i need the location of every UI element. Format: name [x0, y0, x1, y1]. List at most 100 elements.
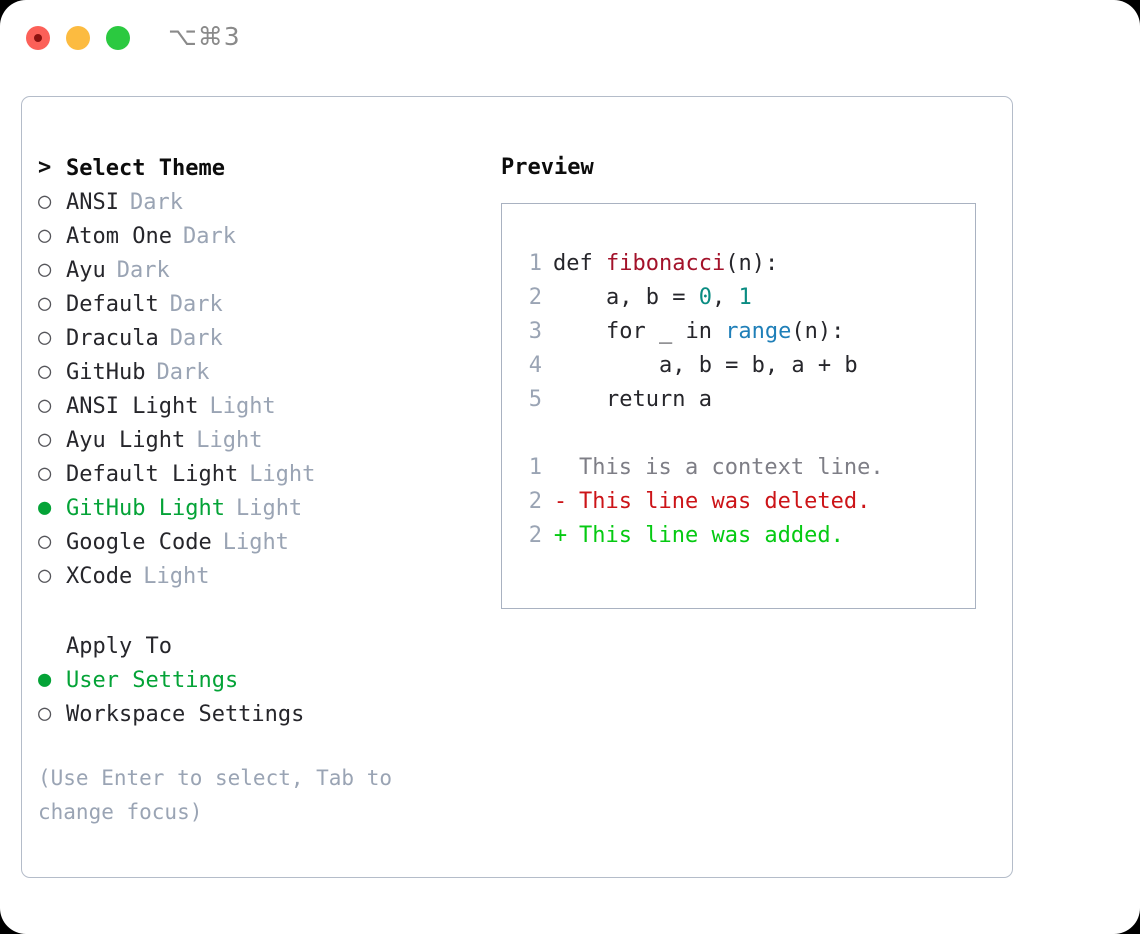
- code-token-plain: for _ in: [553, 318, 726, 344]
- keyboard-hint-text: (Use Enter to select, Tab to change focu…: [38, 766, 393, 824]
- diff-line-text: This is a context line.: [579, 454, 884, 480]
- theme-option-label: Default Light: [66, 461, 239, 487]
- theme-option-google-code[interactable]: ○ Google Code Light: [38, 525, 478, 559]
- code-token-fn: fibonacci: [605, 250, 726, 276]
- diff-sign-added: +: [553, 522, 568, 548]
- diff-sign-deleted: -: [553, 488, 568, 514]
- preview-title: Preview: [501, 155, 594, 180]
- theme-option-ayu[interactable]: ○ Ayu Dark: [38, 253, 478, 287]
- code-token-plain: (n):: [725, 250, 779, 276]
- theme-variant-badge: Light: [235, 495, 303, 521]
- apply-to-option-label: Workspace Settings: [66, 701, 305, 727]
- keyboard-shortcut-label: ⌥⌘3: [168, 22, 241, 51]
- radio-selected-icon: ●: [38, 667, 52, 692]
- code-line-text: a, b = 0, 1: [553, 285, 752, 310]
- theme-variant-badge: Light: [196, 427, 263, 453]
- apply-to-section: ○ Apply To ● User Settings ○ Workspace Sett…: [38, 629, 478, 731]
- diff-line-deleted: 2-This line was deleted.: [516, 484, 969, 518]
- theme-option-default[interactable]: ○ Default Dark: [38, 287, 478, 321]
- theme-option-label: Ayu: [66, 257, 106, 283]
- diff-line-number: 1: [528, 454, 542, 480]
- maximize-window-button[interactable]: [106, 26, 130, 50]
- theme-option-label: Ayu Light: [66, 427, 186, 453]
- theme-variant-badge: Light: [222, 529, 289, 555]
- code-token-call: range: [725, 318, 792, 344]
- code-token-plain: (n):: [791, 318, 845, 344]
- theme-option-label: ANSI Light: [66, 393, 199, 419]
- radio-selected-icon: ●: [38, 495, 52, 520]
- code-line-number: 3: [528, 318, 542, 344]
- theme-list-header: > Select Theme: [38, 151, 478, 185]
- minimize-window-button[interactable]: [66, 26, 90, 50]
- apply-to-option-workspace-settings[interactable]: ○ Workspace Settings: [38, 697, 478, 731]
- theme-option-label: GitHub Light: [66, 495, 225, 521]
- code-line-text: for _ in range(n):: [553, 319, 844, 344]
- theme-option-label: Default: [66, 291, 159, 317]
- theme-option-github[interactable]: ○ GitHub Dark: [38, 355, 478, 389]
- diff-line-number: 2: [528, 488, 542, 514]
- diff-line-context: 1 This is a context line.: [516, 450, 969, 484]
- diff-line-text: This line was added.: [579, 522, 844, 548]
- theme-variant-badge: Light: [249, 461, 316, 487]
- theme-option-label: Google Code: [66, 529, 212, 555]
- theme-option-label: GitHub: [66, 359, 146, 385]
- theme-option-label: XCode: [66, 563, 133, 589]
- close-window-button[interactable]: [26, 26, 50, 50]
- radio-unselected-icon: ○: [38, 223, 52, 248]
- radio-unselected-icon: ○: [38, 257, 52, 282]
- theme-list-title: Select Theme: [66, 155, 225, 181]
- theme-variant-badge: Light: [143, 563, 210, 589]
- radio-unselected-icon: ○: [38, 427, 52, 452]
- theme-option-default-light[interactable]: ○ Default Light Light: [38, 457, 478, 491]
- theme-variant-badge: Dark: [156, 359, 210, 385]
- diff-line-text: This line was deleted.: [579, 488, 871, 514]
- code-token-plain: a, b = b, a + b: [553, 352, 858, 378]
- theme-option-github-light[interactable]: ● GitHub Light Light: [38, 491, 478, 525]
- theme-variant-badge: Dark: [116, 257, 170, 283]
- title-bar: ⌥⌘3: [0, 0, 1140, 78]
- theme-option-ayu-light[interactable]: ○ Ayu Light Light: [38, 423, 478, 457]
- code-token-plain: def: [553, 250, 606, 276]
- radio-unselected-icon: ○: [38, 291, 52, 316]
- diff-sign-context: [553, 455, 568, 480]
- code-line: 5 return a: [516, 382, 969, 416]
- radio-unselected-icon: ○: [38, 461, 52, 486]
- theme-variant-badge: Dark: [169, 291, 223, 317]
- theme-variant-badge: Light: [209, 393, 276, 419]
- radio-unselected-icon: ○: [38, 563, 52, 588]
- caret-icon: >: [38, 155, 52, 180]
- apply-to-option-user-settings[interactable]: ● User Settings: [38, 663, 478, 697]
- theme-option-label: Dracula: [66, 325, 159, 351]
- code-token-plain: ,: [711, 284, 739, 310]
- theme-variant-badge: Dark: [182, 223, 236, 249]
- apply-to-option-label: User Settings: [66, 667, 239, 693]
- radio-unselected-icon: ○: [38, 529, 52, 554]
- theme-variant-badge: Dark: [169, 325, 223, 351]
- radio-unselected-icon: ○: [38, 701, 52, 726]
- code-line-number: 1: [528, 250, 542, 276]
- code-token-plain: return a: [553, 386, 712, 412]
- code-token-num: 1: [738, 284, 752, 310]
- theme-option-xcode[interactable]: ○ XCode Light: [38, 559, 478, 593]
- radio-unselected-icon: ○: [38, 359, 52, 384]
- code-line-text: return a: [553, 387, 712, 412]
- apply-to-header: ○ Apply To: [38, 629, 478, 663]
- apply-to-title: Apply To: [66, 633, 172, 659]
- code-token-num: 0: [698, 284, 712, 310]
- code-line-number: 2: [528, 284, 542, 310]
- diff-line-added: 2+This line was added.: [516, 518, 969, 552]
- code-line-text: a, b = b, a + b: [553, 353, 858, 378]
- diff-snippet: 1 This is a context line.2-This line was…: [516, 450, 969, 552]
- code-line-number: 4: [528, 352, 542, 378]
- code-line-text: def fibonacci(n):: [553, 251, 778, 276]
